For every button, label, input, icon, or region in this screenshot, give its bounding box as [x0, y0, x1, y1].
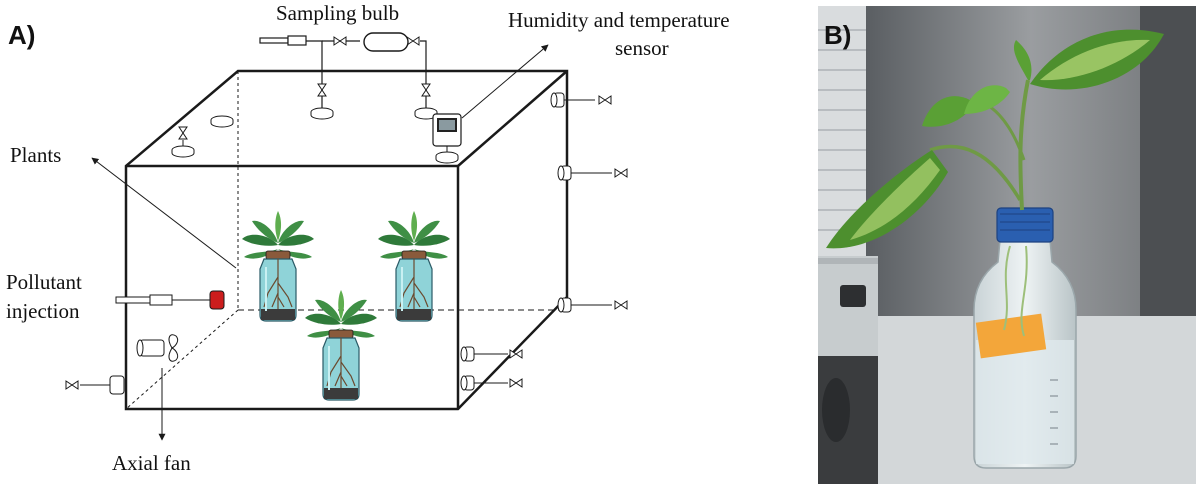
top-port-front-icon: [171, 145, 195, 158]
label-pollutant-line2: injection: [6, 299, 80, 323]
sampling-valve-left-icon: [333, 36, 347, 46]
panel-a: A): [6, 1, 730, 475]
label-axial-fan: Axial fan: [112, 451, 191, 475]
injection-syringe-icon: [115, 290, 225, 310]
front-valve-bottom-icon: [509, 378, 523, 388]
front-valve-top-icon: [509, 349, 523, 359]
right-valve-middle-icon: [614, 168, 628, 178]
front-ports: [460, 346, 508, 391]
left-bottom-port: [80, 375, 125, 395]
right-valve-bottom-icon: [614, 300, 628, 310]
label-pollutant-line1: Pollutant: [6, 270, 82, 294]
label-plants: Plants: [10, 143, 61, 167]
sampling-valve-right-icon: [406, 36, 420, 46]
bottle-label: [975, 313, 1047, 359]
label-sampling-bulb: Sampling bulb: [276, 1, 399, 25]
top-port-left-icon: [310, 107, 334, 120]
plants-pointer: [91, 157, 237, 269]
right-valve-top-icon: [598, 95, 612, 105]
plant-leaves: [826, 29, 1164, 249]
right-ports: [550, 92, 612, 313]
glass-bottle-icon: [973, 239, 1077, 469]
left-valve-icon: [65, 380, 79, 390]
humidity-sensor-icon: [432, 113, 462, 164]
sensor-pointer: [461, 44, 549, 119]
top-port-back-icon: [210, 115, 234, 128]
panel-b-letter: B): [824, 20, 851, 50]
panel-a-letter: A): [8, 20, 35, 50]
sampling-bulb-icon: [363, 32, 409, 52]
bottle-cap-icon: [996, 207, 1054, 243]
label-sensor-line1: Humidity and temperature: [508, 8, 730, 32]
axial-fan-icon: [136, 334, 179, 362]
panel-b-photo: B): [818, 6, 1196, 484]
label-sensor-line2: sensor: [615, 36, 669, 60]
